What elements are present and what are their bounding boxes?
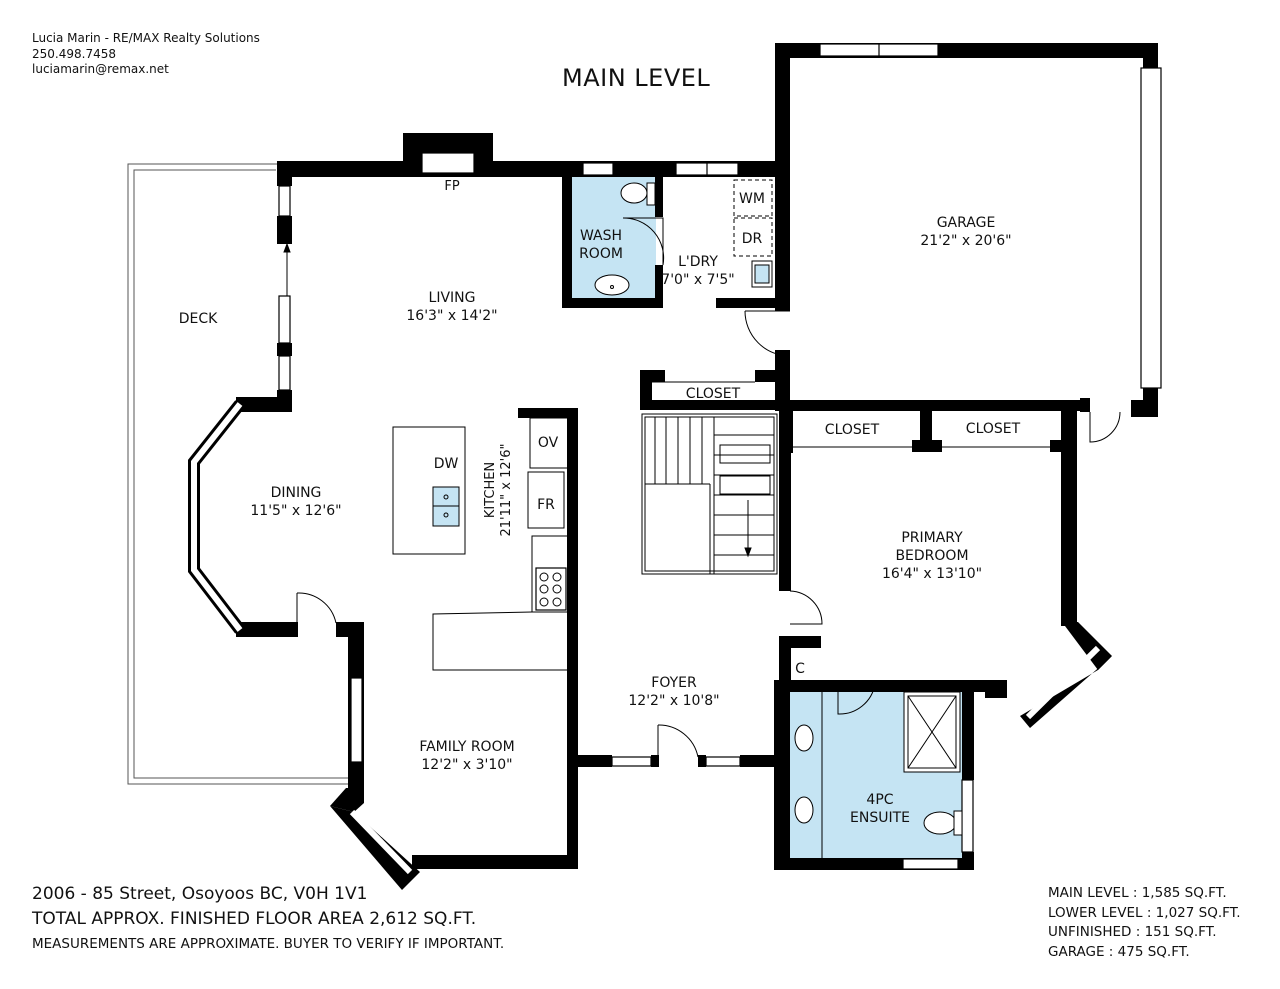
- foyer-size: 12'2" x 10'8": [628, 693, 720, 709]
- agent-email: luciamarin@remax.net: [32, 62, 169, 76]
- ensuite-line2: ENSUITE: [850, 810, 910, 826]
- living-size: 16'3" x 14'2": [406, 308, 498, 324]
- garage-size: 21'2" x 20'6": [920, 233, 1012, 249]
- agent-contact: Lucia Marin - RE/MAX Realty Solutions 25…: [32, 31, 260, 78]
- foyer-name: FOYER: [651, 675, 697, 691]
- room-living: LIVING 16'3" x 14'2": [406, 289, 497, 325]
- dining-size: 11'5" x 12'6": [250, 503, 342, 519]
- deck-outline: [127, 163, 352, 785]
- area-garage: GARAGE : 475 SQ.FT.: [1048, 943, 1190, 960]
- deck-arrow: [283, 242, 291, 296]
- room-washroom: WASH ROOM: [579, 227, 623, 263]
- dining-name: DINING: [270, 485, 322, 501]
- bedroom-size: 16'4" x 13'10": [881, 566, 983, 582]
- family-name: FAMILY ROOM: [419, 739, 515, 755]
- agent-name: Lucia Marin - RE/MAX Realty Solutions: [32, 31, 260, 45]
- living-name: LIVING: [428, 290, 476, 306]
- dishwasher-label: DW: [433, 456, 459, 472]
- laundry-name: L'DRY: [678, 254, 718, 270]
- room-foyer: FOYER 12'2" x 10'8": [628, 674, 719, 710]
- bedroom-line2: BEDROOM: [895, 548, 969, 564]
- room-fireplace: FP: [444, 179, 460, 194]
- closet-bedroom-right: CLOSET: [965, 421, 1021, 437]
- property-address: 2006 - 85 Street, Osoyoos BC, V0H 1V1: [32, 884, 368, 904]
- small-closet-label: C: [795, 661, 805, 677]
- closet-bedroom-left: CLOSET: [824, 422, 880, 438]
- family-size: 12'2" x 3'10": [421, 757, 513, 773]
- kitchen-size: 21'11" x 12'6": [499, 443, 514, 537]
- stairs: [641, 413, 778, 575]
- laundry-size: 7'0" x 7'5": [661, 272, 735, 288]
- room-kitchen: KITCHEN 21'11" x 12'6": [483, 444, 515, 537]
- walls: [236, 43, 1158, 890]
- room-garage: GARAGE 21'2" x 20'6": [920, 214, 1011, 250]
- disclaimer: MEASUREMENTS ARE APPROXIMATE. BUYER TO V…: [32, 936, 505, 952]
- area-unfinished: UNFINISHED : 151 SQ.FT.: [1048, 924, 1217, 940]
- closet-rods: [652, 381, 1050, 448]
- bay-window-glass: [191, 402, 243, 632]
- room-laundry: L'DRY 7'0" x 7'5": [661, 253, 734, 289]
- total-area: TOTAL APPROX. FINISHED FLOOR AREA 2,612 …: [32, 909, 477, 929]
- windows: [278, 43, 1162, 870]
- kitchen-name: KITCHEN: [483, 461, 498, 519]
- room-dining: DINING 11'5" x 12'6": [250, 484, 341, 520]
- doors: [296, 217, 1121, 758]
- washroom-line2: ROOM: [579, 246, 623, 262]
- fridge-label: FR: [537, 497, 555, 513]
- washer-label: WM: [739, 191, 765, 207]
- plan-title: MAIN LEVEL: [562, 64, 711, 92]
- area-lower-level: LOWER LEVEL : 1,027 SQ.FT.: [1048, 904, 1241, 921]
- room-deck: DECK: [178, 311, 218, 327]
- closet-hall: CLOSET: [685, 386, 741, 402]
- room-primary-bedroom: PRIMARY BEDROOM 16'4" x 13'10": [882, 529, 982, 583]
- bed-bay-glass: [1025, 645, 1101, 720]
- dryer-label: DR: [741, 231, 763, 247]
- bedroom-line1: PRIMARY: [901, 530, 963, 546]
- room-ensuite: 4PC ENSUITE: [850, 791, 910, 827]
- family-bay-glass: [349, 809, 413, 875]
- fixtures: [392, 179, 963, 858]
- room-family: FAMILY ROOM 12'2" x 3'10": [419, 738, 514, 774]
- washroom-line1: WASH: [579, 228, 623, 244]
- area-summary: MAIN LEVEL : 1,585 SQ.FT. LOWER LEVEL : …: [1048, 884, 1241, 962]
- ensuite-line1: 4PC: [866, 792, 894, 808]
- property-footer: 2006 - 85 Street, Osoyoos BC, V0H 1V1 TO…: [32, 882, 504, 956]
- area-main-level: MAIN LEVEL : 1,585 SQ.FT.: [1048, 885, 1227, 901]
- oven-label: OV: [537, 435, 559, 451]
- garage-name: GARAGE: [936, 215, 996, 231]
- agent-phone: 250.498.7458: [32, 46, 116, 61]
